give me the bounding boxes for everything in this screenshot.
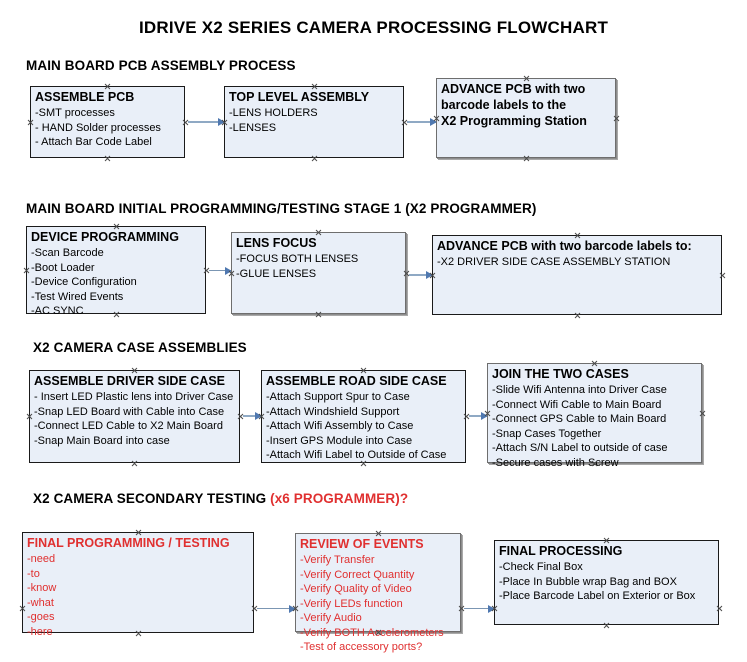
connector-road-case-to-join-cases	[469, 412, 488, 420]
section-heading-main-board-pcb-assembly: MAIN BOARD PCB ASSEMBLY PROCESS	[26, 58, 296, 73]
connector-final-programming-to-review-of-events	[257, 604, 296, 613]
section-heading-main-board-initial-programming: MAIN BOARD INITIAL PROGRAMMING/TESTING S…	[26, 201, 536, 216]
node-assemble-road-side-case[interactable]: ASSEMBLE ROAD SIDE CASE -Attach Support …	[261, 370, 466, 463]
node-final-programming-testing[interactable]: FINAL PROGRAMMING / TESTING -need -to -k…	[22, 532, 254, 638]
node-line: -FOCUS BOTH LENSES	[236, 253, 359, 265]
node-top-level-assembly[interactable]: TOP LEVEL ASSEMBLY -LENS HOLDERS -LENSES	[224, 86, 404, 158]
node-line: -X2 DRIVER SIDE CASE ASSEMBLY STATION	[437, 256, 671, 268]
node-line: -Secure cases with Screw	[492, 456, 619, 469]
node-line: -GLUE LENSES	[236, 267, 317, 280]
node-line: -Attach Wifi Label to Outside of Case	[266, 449, 447, 461]
node-line: -Connect GPS Cable to Main Board	[492, 413, 667, 425]
section-heading-text: X2 CAMERA SECONDARY TESTING	[33, 491, 271, 506]
node-title: ADVANCE PCB with two barcode labels to:	[437, 239, 692, 253]
connector-top-level-to-advance-pcb	[407, 118, 437, 126]
arrowhead-icon	[426, 271, 433, 279]
node-line: - Attach Bar Code Label	[35, 136, 152, 148]
node-assemble-driver-side-case[interactable]: ASSEMBLE DRIVER SIDE CASE - Insert LED P…	[29, 370, 240, 463]
node-title: X2 Programming Station	[441, 114, 587, 128]
node-line: -Verify Correct Quantity	[300, 568, 415, 581]
node-line: -AC SYNC	[31, 305, 84, 317]
arrowhead-icon	[218, 118, 225, 126]
section-heading-accent: (x6 PROGRAMMER)?	[270, 491, 409, 506]
node-line: -Slide Wifi Antenna into Driver Case	[492, 384, 667, 396]
node-line: -Verify BOTH Accelerometers	[300, 626, 444, 639]
connector-lens-focus-to-advance-pcb	[409, 271, 433, 279]
node-title: REVIEW OF EVENTS	[300, 537, 424, 551]
node-line: -know	[27, 582, 57, 594]
node-line: - HAND Solder processes	[35, 121, 161, 134]
node-advance-pcb-to-driver-side-case[interactable]: ADVANCE PCB with two barcode labels to: …	[432, 235, 722, 315]
node-line: -LENS HOLDERS	[229, 107, 318, 119]
node-line: -need	[27, 553, 56, 565]
node-line: -Insert GPS Module into Case	[266, 434, 413, 447]
node-line: -Scan Barcode	[31, 247, 104, 259]
node-line: -Boot Loader	[31, 261, 95, 274]
node-line: -Place In Bubble wrap Bag and BOX	[499, 575, 677, 588]
connector-review-of-events-to-final-processing	[464, 604, 495, 613]
section-heading-x2-camera-secondary-testing: X2 CAMERA SECONDARY TESTING (x6 PROGRAMM…	[33, 491, 408, 506]
node-line: -Verify Quality of Video	[300, 583, 412, 595]
node-title: FINAL PROGRAMMING / TESTING	[27, 536, 230, 550]
node-line: -Verify LEDs function	[300, 597, 403, 610]
node-line: -Attach S/N Label to outside of case	[492, 442, 668, 454]
node-assemble-pcb[interactable]: ASSEMBLE PCB -SMT processes - HAND Solde…	[30, 86, 185, 158]
node-title: ADVANCE PCB with two	[441, 82, 586, 96]
node-line: -Device Configuration	[31, 276, 137, 288]
arrowhead-icon	[255, 412, 262, 420]
node-title: TOP LEVEL ASSEMBLY	[229, 90, 370, 104]
node-line-overflow: -Test of accessory ports?	[300, 641, 423, 653]
arrowhead-icon	[289, 604, 296, 613]
node-line: -LENSES	[229, 121, 277, 134]
node-line: -SMT processes	[35, 107, 115, 119]
arrowhead-icon	[488, 604, 495, 613]
node-line: -Attach Support Spur to Case	[266, 391, 410, 403]
node-line: -Attach Windshield Support	[266, 405, 400, 418]
node-line: -goes	[27, 611, 55, 623]
node-line: -Snap LED Board with Cable into Case	[34, 405, 225, 418]
connector-device-programming-to-lens-focus	[209, 266, 232, 275]
node-line: -Verify Audio	[300, 612, 362, 624]
node-line: -Attach Wifi Assembly to Case	[266, 420, 414, 432]
node-line: -Check Final Box	[499, 561, 583, 573]
node-title: FINAL PROCESSING	[499, 544, 623, 558]
node-title: JOIN THE TWO CASES	[492, 367, 629, 381]
node-line: -Snap Main Board into case	[34, 434, 170, 447]
node-line: -Snap Cases Together	[492, 427, 602, 440]
node-line: -Connect Wifi Cable to Main Board	[492, 398, 662, 411]
section-heading-text: MAIN BOARD PCB ASSEMBLY PROCESS	[26, 58, 296, 73]
arrowhead-icon	[225, 266, 232, 275]
page-title: IDRIVE X2 SERIES CAMERA PROCESSING FLOWC…	[138, 18, 609, 37]
node-title: ASSEMBLE ROAD SIDE CASE	[266, 374, 447, 388]
node-line: -Verify Transfer	[300, 554, 375, 566]
section-heading-text: MAIN BOARD INITIAL PROGRAMMING/TESTING S…	[26, 201, 537, 216]
node-line: -Place Barcode Label on Exterior or Box	[499, 590, 696, 602]
node-advance-pcb-to-programming-station[interactable]: ADVANCE PCB with two barcode labels to t…	[436, 78, 616, 158]
node-title: ASSEMBLE DRIVER SIDE CASE	[34, 374, 226, 388]
node-title: DEVICE PROGRAMMING	[31, 230, 179, 244]
node-line: -Test Wired Events	[31, 290, 124, 303]
arrowhead-icon	[430, 118, 437, 126]
arrowhead-icon	[481, 412, 488, 420]
node-line: -Connect LED Cable to X2 Main Board	[34, 420, 223, 432]
node-final-processing[interactable]: FINAL PROCESSING -Check Final Box -Place…	[494, 540, 719, 625]
node-title: ASSEMBLE PCB	[35, 90, 135, 104]
node-lens-focus[interactable]: LENS FOCUS -FOCUS BOTH LENSES -GLUE LENS…	[231, 232, 406, 314]
node-line: -what	[27, 596, 54, 609]
node-title: LENS FOCUS	[236, 236, 317, 250]
node-title: barcode labels to the	[441, 98, 567, 112]
node-line: -here	[27, 625, 53, 638]
section-heading-x2-camera-case-assemblies: X2 CAMERA CASE ASSEMBLIES	[33, 340, 247, 355]
node-review-of-events[interactable]: REVIEW OF EVENTS -Verify Transfer -Verif…	[295, 533, 461, 653]
node-line: -to	[27, 567, 40, 580]
node-device-programming[interactable]: DEVICE PROGRAMMING -Scan Barcode -Boot L…	[26, 226, 206, 317]
node-line: - Insert LED Plastic lens into Driver Ca…	[34, 391, 234, 403]
connector-driver-case-to-road-case	[243, 412, 262, 420]
connector-assemble-pcb-to-top-level	[188, 118, 225, 126]
node-join-the-two-cases[interactable]: JOIN THE TWO CASES -Slide Wifi Antenna i…	[487, 363, 702, 469]
section-heading-text: X2 CAMERA CASE ASSEMBLIES	[33, 340, 247, 355]
